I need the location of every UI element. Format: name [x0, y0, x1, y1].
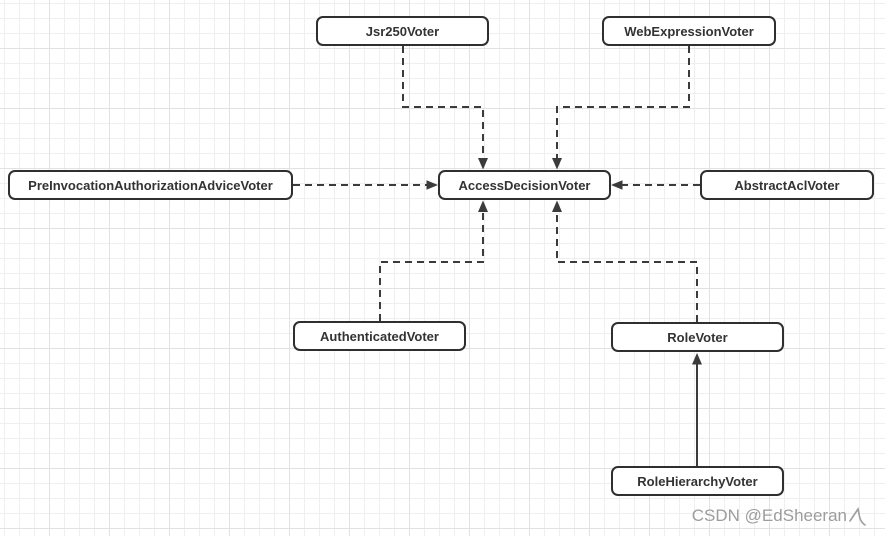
watermark-flourish-icon [849, 507, 866, 526]
arrowhead-up-right [552, 200, 562, 212]
node-label: AuthenticatedVoter [320, 328, 439, 344]
node-label: RoleVoter [667, 329, 728, 345]
edge-authenticated-to-accessdecision [379, 211, 484, 321]
node-preinvocationauthorizationadvicevoter: PreInvocationAuthorizationAdviceVoter [8, 170, 293, 200]
node-label: WebExpressionVoter [624, 23, 754, 39]
arrowhead-left [611, 180, 623, 190]
arrowhead-up-solid [692, 353, 702, 365]
node-rolevoter: RoleVoter [611, 322, 784, 352]
node-jsr250voter: Jsr250Voter [316, 16, 489, 46]
node-label: Jsr250Voter [365, 23, 440, 39]
arrowhead-down-left [478, 158, 488, 170]
edge-jsr250-to-accessdecision [402, 46, 484, 159]
node-authenticatedvoter: AuthenticatedVoter [293, 321, 466, 351]
node-webexpressionvoter: WebExpressionVoter [602, 16, 776, 46]
node-abstractaclvoter: AbstractAclVoter [700, 170, 874, 200]
node-label: AbstractAclVoter [734, 177, 840, 193]
arrowhead-right [426, 180, 438, 190]
node-label: PreInvocationAuthorizationAdviceVoter [28, 177, 273, 193]
csdn-watermark: CSDN @EdSheeran [692, 506, 867, 530]
edge-webexpression-to-accessdecision [556, 46, 690, 159]
arrowhead-down-right [552, 158, 562, 170]
arrowhead-up-left [478, 200, 488, 212]
node-label: RoleHierarchyVoter [637, 473, 758, 489]
watermark-text: CSDN @EdSheeran [691, 506, 847, 525]
node-accessdecisionvoter: AccessDecisionVoter [438, 170, 611, 200]
node-rolehierarchyvoter: RoleHierarchyVoter [611, 466, 784, 496]
edge-role-to-accessdecision [556, 211, 698, 322]
node-label: AccessDecisionVoter [458, 177, 591, 193]
